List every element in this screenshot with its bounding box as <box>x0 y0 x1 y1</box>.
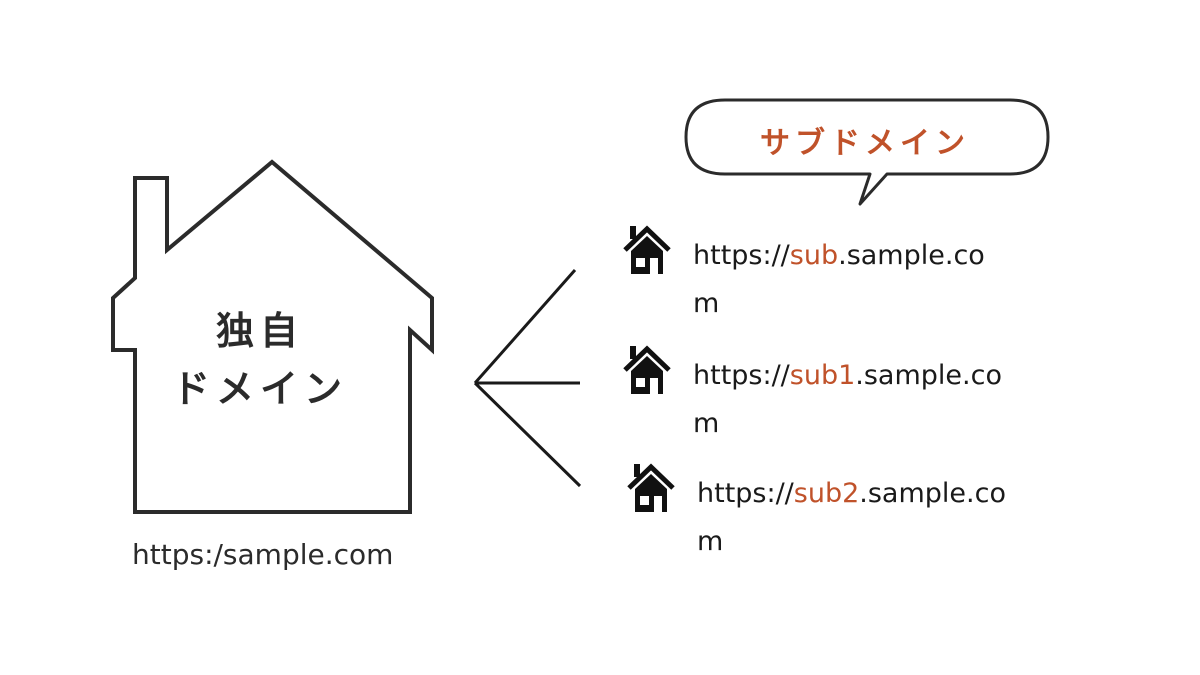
home-icon <box>627 463 675 512</box>
subdomain-suffix: .sample.co <box>859 478 1006 509</box>
subdomain-bubble-label: サブドメイン <box>760 126 970 161</box>
subdomain-prefix: https:// <box>693 240 790 271</box>
subdomain-suffix-wrap: m <box>693 408 720 439</box>
house-label-line2: ドメイン <box>171 367 348 411</box>
subdomain-suffix-wrap: m <box>693 288 720 319</box>
subdomain-sub-highlight: sub <box>789 240 839 271</box>
main-domain-url: https:/sample.com <box>132 538 394 571</box>
subdomain-suffix: .sample.co <box>838 240 985 271</box>
house-outline <box>111 159 434 514</box>
subdomain-suffix: .sample.co <box>855 360 1002 391</box>
house-label-line1: 独自 <box>215 309 304 353</box>
subdomain-suffix-wrap: m <box>697 526 724 557</box>
subdomain-url-2: https://sub1.sample.co m <box>693 352 1043 448</box>
subdomain-prefix: https:// <box>697 478 794 509</box>
home-icon <box>623 225 671 274</box>
subdomain-url-3: https://sub2.sample.co m <box>697 470 1047 566</box>
home-icon <box>623 345 671 394</box>
branch-line-top <box>473 269 577 384</box>
subdomain-url-1: https://sub.sample.co m <box>693 232 1043 328</box>
branch-line-bottom <box>473 381 582 488</box>
subdomain-prefix: https:// <box>693 360 790 391</box>
subdomain-sub-highlight: sub2 <box>793 478 860 509</box>
subdomain-bubble <box>684 98 1050 206</box>
subdomain-sub-highlight: sub1 <box>789 360 856 391</box>
house-label: 独自 ドメイン <box>160 302 360 418</box>
